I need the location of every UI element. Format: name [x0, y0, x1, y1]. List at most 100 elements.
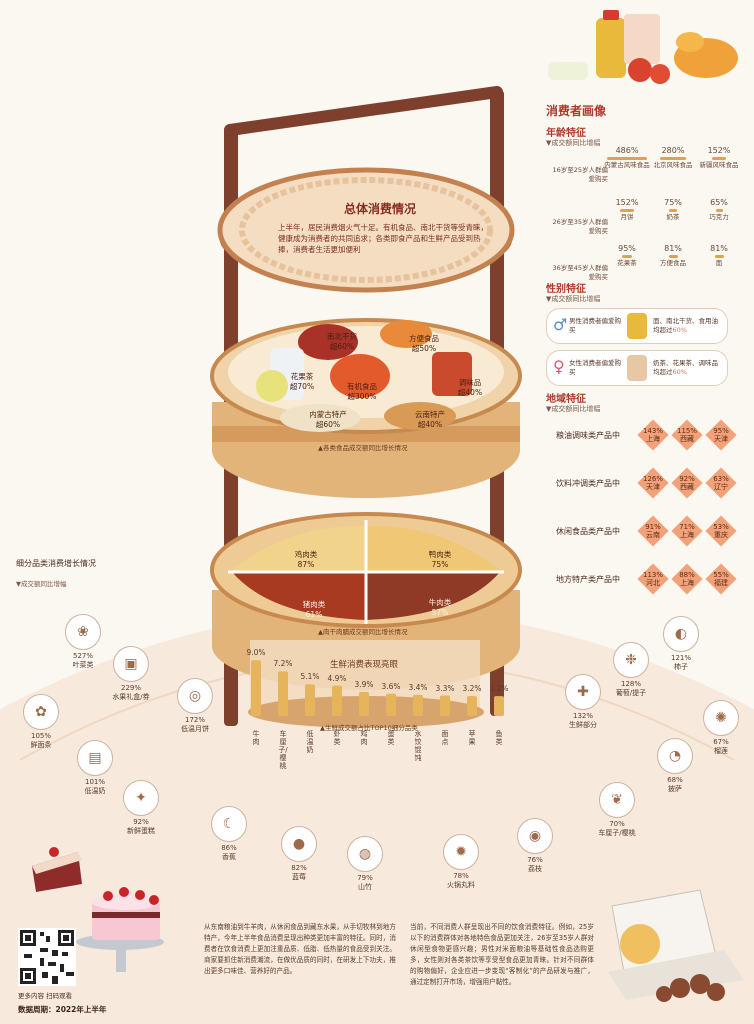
bar — [440, 695, 450, 716]
pizza-illustration — [608, 889, 744, 1002]
food-icon: ◎ — [177, 678, 213, 714]
subcategory-pct: 105% — [30, 732, 51, 740]
subcategory-name: 叶菜类 — [72, 661, 94, 669]
region-pct: 55% — [713, 571, 729, 579]
subcategory-pct: 172% — [184, 716, 205, 724]
subcategory-pct: 101% — [84, 778, 105, 786]
subcategory-name: 葡萄/提子 — [615, 689, 647, 697]
main-body: 上半年，居民消费烟火气十足。有机食品、南北干货等受青睐，健康成为消费者的共同追求… — [278, 223, 488, 254]
male-label: 男性消费者偏爱购买 — [569, 317, 621, 334]
diamond-text: 88%上海 — [672, 571, 702, 587]
subcategory-name: 低温月饼 — [181, 725, 209, 733]
food-icon: ◐ — [663, 616, 699, 652]
subcategory-title: 细分品类消费增长情况 — [16, 559, 96, 568]
qr-code-icon[interactable] — [18, 928, 76, 986]
region-diamond: 113%河北 — [637, 563, 669, 595]
age-item: 152%月饼 — [604, 198, 650, 221]
region-title: 地域特征 — [546, 394, 586, 405]
lower-item-value: 87% — [297, 560, 315, 569]
female-box: ♀ 女性消费者偏爱购买 奶茶、花果茶、调味品均超过60% — [546, 350, 728, 386]
bar-category-label: 低温奶 — [306, 730, 314, 754]
subcategory-item: ●82%蓝莓 — [264, 826, 334, 882]
region-place: 上海 — [680, 579, 694, 587]
middle-item-value: 超60% — [315, 420, 341, 429]
bar — [359, 691, 369, 716]
region-place: 上海 — [646, 435, 660, 443]
subcategory-pct: 78% — [453, 872, 469, 880]
region-pct: 115% — [676, 427, 697, 435]
age-item-pct: 81% — [710, 244, 728, 253]
age-item-bar — [712, 157, 726, 160]
diamond-text: 91%云南 — [638, 523, 668, 539]
bar-value-label: 5.1% — [300, 672, 320, 682]
diamond-text: 63%辽宁 — [706, 475, 736, 491]
region-diamond: 71%上海 — [671, 515, 703, 547]
age-item-name: 奶茶 — [666, 213, 680, 221]
scan-text: 更多内容 扫码观看 — [18, 992, 73, 1000]
subcategory-name: 披萨 — [668, 785, 682, 793]
bar — [413, 694, 423, 716]
subcategory-item: ☾86%香蕉 — [194, 806, 264, 862]
middle-item-name: 云南特产 — [415, 410, 445, 419]
subcategory-name: 车厘子/樱桃 — [598, 829, 636, 837]
region-category-label: 饮料冲调类产品中 — [556, 479, 620, 488]
age-note: ▼成交额同比增幅 — [546, 139, 601, 147]
region-place: 上海 — [680, 531, 694, 539]
lower-caption: ▲肉干肉脯成交额同比增长情况 — [318, 628, 408, 636]
lower-item-name: 鸭肉类 — [428, 550, 452, 559]
subcategory-name: 柿子 — [674, 663, 688, 671]
food-icon: ◔ — [657, 738, 693, 774]
age-item: 65%巧克力 — [696, 198, 742, 221]
region-diamond: 115%西藏 — [671, 419, 703, 451]
bar-category-label: 苹果 — [468, 730, 476, 746]
subcategory-item: ▤101%低温奶 — [60, 740, 130, 796]
bar-category-label: 鸡肉 — [360, 730, 368, 746]
lower-item-value: 75% — [431, 560, 449, 569]
subcategory-item: ❉128%葡萄/提子 — [596, 642, 666, 698]
subcategory-item: ✚132%生鲜部分 — [548, 674, 618, 730]
food-icon: ◉ — [517, 818, 553, 854]
diamond-text: 143%上海 — [638, 427, 668, 443]
age-item-name: 巧克力 — [709, 213, 729, 221]
age-item: 95%花果茶 — [604, 244, 650, 267]
subcategory-name: 山竹 — [358, 883, 372, 891]
subcategory-name: 荔枝 — [528, 865, 542, 873]
region-place: 重庆 — [714, 531, 728, 539]
age-item-pct: 81% — [664, 244, 682, 253]
middle-caption: ▲各类食品成交额同比增长情况 — [318, 444, 408, 452]
food-icon: ✚ — [565, 674, 601, 710]
oil-bottle-icon — [627, 313, 647, 339]
male-pct: 60% — [672, 326, 687, 334]
age-title: 年龄特征 — [546, 128, 586, 139]
bar — [332, 685, 342, 716]
subcategory-item: ▣229%水果礼盒/券 — [96, 646, 166, 702]
region-place: 天津 — [714, 435, 728, 443]
region-diamond: 88%上海 — [671, 563, 703, 595]
middle-item-value: 超70% — [289, 382, 315, 391]
diamond-text: 92%西藏 — [672, 475, 702, 491]
data-period: 数据周期：2022年上半年 — [18, 1005, 107, 1014]
region-diamond: 55%福建 — [705, 563, 737, 595]
region-pct: 63% — [713, 475, 729, 483]
subcategory-name: 低温奶 — [84, 787, 106, 795]
paragraph-left: 从东南粮油到牛羊肉，从休闲食品到藏东水果，从手切牧林到地方特产，今年上半年食品消… — [204, 923, 396, 975]
age-group-label: 26岁至35岁人群偏爱购买 — [552, 218, 608, 235]
region-diamond: 95%天津 — [705, 419, 737, 451]
food-icon: ❀ — [65, 614, 101, 650]
region-note: ▼成交额同比增幅 — [546, 405, 601, 413]
food-icon: ◍ — [347, 836, 383, 872]
bar-value-label: 3.9% — [354, 679, 374, 689]
steamer-tower — [210, 86, 522, 728]
subcategory-pct: 68% — [667, 776, 683, 784]
subcategory-item: ◔ 68%披萨 — [640, 738, 710, 794]
middle-item-value: 超40% — [417, 420, 443, 429]
food-icon: ☾ — [211, 806, 247, 842]
subcategory-item: ◐121%柿子 — [646, 616, 716, 672]
subcategory-name: 火锅丸料 — [447, 881, 475, 889]
subcategory-item: ❦70%车厘子/樱桃 — [582, 782, 652, 838]
region-diamond: 91%云南 — [637, 515, 669, 547]
bar — [386, 693, 396, 716]
region-place: 西藏 — [680, 483, 694, 491]
age-item-name: 面 — [715, 259, 723, 267]
